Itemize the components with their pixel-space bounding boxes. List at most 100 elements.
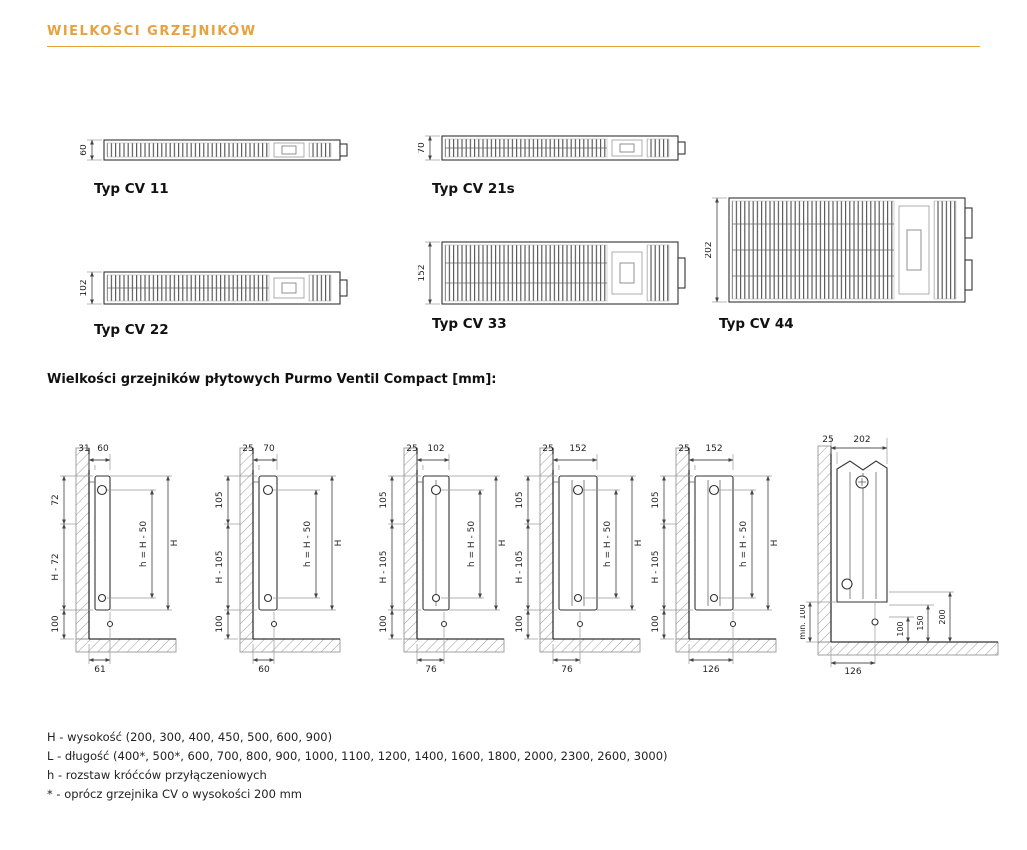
- connection-stub: [964, 259, 973, 291]
- dim-wall-offset: 25: [542, 444, 553, 454]
- radiator-section: [89, 475, 114, 664]
- dimension-lines: [806, 438, 954, 667]
- dim-depth-label: 102: [80, 279, 89, 296]
- dim-floor-clearance: 100: [215, 615, 225, 632]
- dim-mid-span: H - 72: [51, 553, 61, 580]
- dim-outlet-offset: 60: [258, 665, 270, 675]
- side-view-cv33-variant: 25 152 105 H - 105 100 h = H - 50 H 126: [648, 424, 806, 676]
- wall-and-floor: [403, 447, 505, 653]
- type-label-cv21s: Typ CV 21s: [432, 181, 515, 197]
- connection-point: [263, 593, 273, 603]
- radiator-body: [441, 241, 686, 305]
- depth-dimension: 202: [705, 197, 727, 303]
- dim-outlet-offset: 126: [702, 665, 719, 675]
- dim-height: H: [634, 540, 644, 547]
- dim-top-margin: 105: [515, 491, 525, 508]
- radiator-top-view-cv44-drawing: 202: [705, 197, 973, 303]
- dim-min-clearance: min. 100: [800, 604, 807, 639]
- radiator-body: [441, 135, 686, 161]
- dim-mid-span: H - 105: [215, 551, 225, 584]
- side-view-cv21s: 25 70 105 H - 105 100 h = H - 50 H 60: [212, 424, 370, 676]
- dim-outlet-offset: 61: [94, 665, 105, 675]
- dim-top-margin: 105: [379, 491, 389, 508]
- radiator-top-view-cv11-drawing: 60: [80, 139, 348, 161]
- dim-top-margin: 105: [651, 491, 661, 508]
- dimension-lines: [60, 454, 172, 664]
- dim-outlet-offset: 126: [844, 667, 861, 676]
- dim-pipe-spacing: h = H - 50: [303, 521, 313, 567]
- outlet-connection: [871, 618, 879, 626]
- dimension-labels: 25 152 105 H - 105 100 h = H - 50 H 76: [515, 444, 644, 675]
- wall-and-floor: [675, 447, 777, 653]
- side-view-cv33-drawing: 25 152 105 H - 105 100 h = H - 50 H 76: [515, 444, 644, 675]
- dim-depth: 102: [427, 444, 444, 454]
- dim-height-200: 200: [938, 609, 947, 624]
- connection-stub: [339, 279, 348, 297]
- dim-height: H: [334, 540, 344, 547]
- dim-floor-clearance: 100: [651, 615, 661, 632]
- type-label-cv11: Typ CV 11: [94, 181, 169, 197]
- side-view-cv22-drawing: 25 102 105 H - 105 100 h = H - 50 H 76: [379, 444, 508, 675]
- side-view-cv33: 25 152 105 H - 105 100 h = H - 50 H 76: [512, 424, 670, 676]
- dim-outlet-offset: 76: [425, 665, 437, 675]
- wall-and-floor: [75, 447, 177, 653]
- dimension-lines: [660, 454, 772, 664]
- dim-pipe-spacing: h = H - 50: [739, 521, 749, 567]
- legend: H - wysokość (200, 300, 400, 450, 500, 6…: [47, 728, 668, 804]
- wall-and-floor: [539, 447, 641, 653]
- dim-wall-offset: 31: [78, 444, 89, 454]
- outlet-connection: [729, 620, 737, 628]
- dim-depth: 152: [705, 444, 722, 454]
- dim-outlet-offset: 76: [561, 665, 573, 675]
- dimension-lines: [224, 454, 336, 664]
- air-vent-valve: [430, 484, 442, 496]
- radiator-top-view-cv33-drawing: 152: [418, 241, 686, 305]
- air-vent-valve: [96, 484, 108, 496]
- radiator-top-view-cv21s-drawing: 70: [418, 135, 686, 161]
- connection-point: [573, 593, 583, 603]
- side-view-cv22: 25 102 105 H - 105 100 h = H - 50 H 76: [376, 424, 534, 676]
- connection-stub: [964, 207, 973, 239]
- air-vent-valve: [262, 484, 274, 496]
- dim-depth: 152: [569, 444, 586, 454]
- top-view-cv44: 202 Typ CV 44: [705, 190, 980, 332]
- connection-point: [709, 593, 719, 603]
- legend-length: L - długość (400*, 500*, 600, 700, 800, …: [47, 749, 668, 763]
- dim-depth: 70: [263, 444, 275, 454]
- top-view-cv22: 102 Typ CV 22: [80, 260, 355, 338]
- radiator-body: [103, 139, 348, 161]
- outlet-connection: [576, 620, 584, 628]
- connection-point: [841, 578, 853, 590]
- dim-floor-clearance: 100: [515, 615, 525, 632]
- legend-footnote: * - oprócz grzejnika CV o wysokości 200 …: [47, 787, 302, 801]
- dimension-labels: 25 152 105 H - 105 100 h = H - 50 H 126: [651, 444, 780, 675]
- dim-pipe-spacing: h = H - 50: [139, 521, 149, 567]
- legend-pipe-spacing: h - rozstaw króćców przyłączeniowych: [47, 768, 267, 782]
- depth-dimension: 70: [418, 135, 440, 161]
- dim-mid-span: H - 105: [651, 551, 661, 584]
- page-title: WIELKOŚCI GRZEJNIKÓW: [47, 24, 257, 39]
- radiator-top-view-cv22-drawing: 102: [80, 271, 348, 305]
- outlet-connection: [106, 620, 114, 628]
- side-view-cv11-drawing: 31 60 72 H - 72 100 h = H - 50 H 61: [51, 444, 180, 675]
- detail-view-cv44: 25 202 100 150 200 min. 100 126: [800, 424, 1012, 676]
- dim-height: H: [770, 540, 780, 547]
- dim-depth-label: 202: [705, 241, 714, 258]
- type-label-cv22: Typ CV 22: [94, 322, 169, 338]
- radiator-body: [728, 197, 973, 303]
- connection-stub: [677, 257, 686, 289]
- dimension-labels: 31 60 72 H - 72 100 h = H - 50 H 61: [51, 444, 180, 675]
- dim-depth-label: 152: [418, 264, 427, 281]
- dim-wall-offset: 25: [822, 435, 833, 445]
- side-view-cv21s-drawing: 25 70 105 H - 105 100 h = H - 50 H 60: [215, 444, 344, 675]
- dim-depth-label: 70: [418, 142, 427, 154]
- type-label-cv33: Typ CV 33: [432, 316, 507, 332]
- dimension-labels: 25 102 105 H - 105 100 h = H - 50 H 76: [379, 444, 508, 675]
- dim-mid-span: H - 105: [379, 551, 389, 584]
- dim-mid-span: H - 105: [515, 551, 525, 584]
- radiator-section: [553, 475, 598, 664]
- dim-pipe-spacing: h = H - 50: [603, 521, 613, 567]
- detail-view-cv44-drawing: 25 202 100 150 200 min. 100 126: [800, 435, 999, 676]
- connection-stub: [339, 143, 348, 157]
- depth-dimension: 102: [80, 271, 102, 305]
